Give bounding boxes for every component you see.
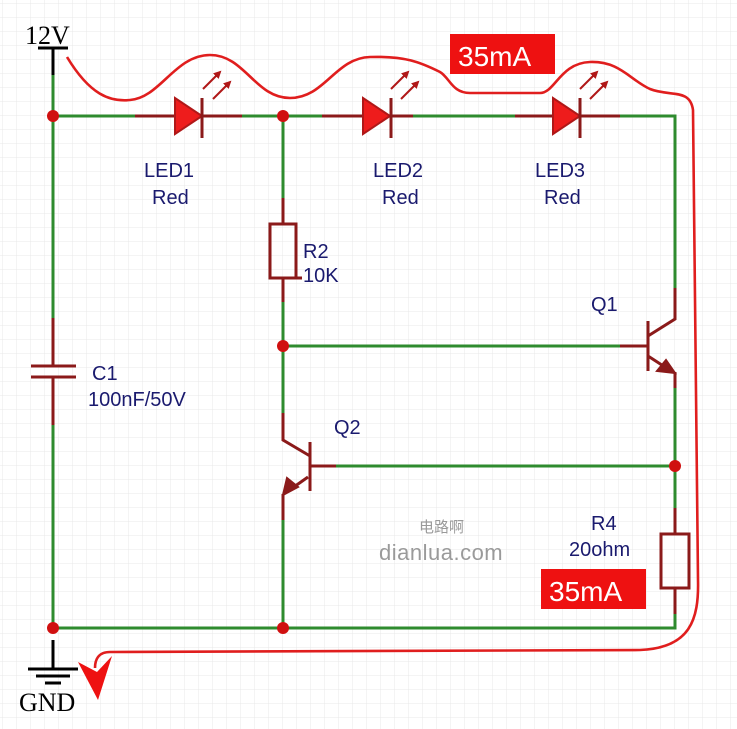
led3-ref: LED3	[535, 160, 585, 182]
led3-diode-icon	[552, 96, 582, 136]
c1-value: 100nF/50V	[88, 389, 187, 411]
led1-value: Red	[152, 187, 189, 209]
wires	[51, 73, 677, 630]
watermark-chinese: 电路啊	[419, 519, 464, 536]
current-bottom-label: 35mA	[549, 576, 622, 607]
transistor-q2: Q2	[281, 413, 361, 520]
led2-ref: LED2	[373, 160, 423, 182]
current-flow-path	[65, 53, 700, 700]
ground-symbol: GND	[19, 640, 78, 717]
current-top-label: 35mA	[458, 41, 531, 72]
capacitor-c1: C1 100nF/50V	[31, 318, 187, 425]
led3: LED3 Red	[515, 70, 620, 209]
r2-ref: R2	[303, 241, 329, 263]
led2-value: Red	[382, 187, 419, 209]
junction-dot	[277, 340, 289, 352]
transistor-q1: Q1	[591, 288, 678, 388]
r4-ref: R4	[591, 513, 617, 535]
led2-light-arrow-icon	[390, 70, 410, 90]
led1-light-arrow-icon	[212, 80, 232, 100]
resistor-r4: R4 20ohm	[569, 508, 691, 614]
junction-dot	[277, 622, 289, 634]
watermark: 电路啊 dianlua.com	[379, 519, 503, 565]
current-arrow-icon	[78, 656, 112, 700]
q1-ref: Q1	[591, 294, 618, 316]
resistor-r2: R2 10K	[268, 198, 339, 302]
led1-diode-icon	[174, 96, 204, 136]
led2-light-arrow-icon	[400, 80, 420, 100]
junction-dot	[669, 460, 681, 472]
ground-label: GND	[19, 688, 75, 717]
r4-value: 20ohm	[569, 539, 630, 561]
current-badge-top: 35mA	[450, 34, 555, 74]
junction-dot	[277, 110, 289, 122]
junction-dot	[47, 110, 59, 122]
q2-ref: Q2	[334, 417, 361, 439]
supply-label: 12V	[25, 21, 70, 50]
led1: LED1 Red	[135, 70, 242, 209]
led3-light-arrow-icon	[589, 80, 609, 100]
r2-value: 10K	[303, 265, 339, 287]
q2-emitter-arrow-icon	[281, 476, 300, 497]
current-badge-bottom: 35mA	[541, 569, 646, 609]
led3-light-arrow-icon	[579, 70, 599, 90]
junction-dot	[47, 622, 59, 634]
junctions	[47, 110, 681, 634]
power-supply-symbol: 12V	[25, 21, 70, 75]
q1-emitter-arrow-icon	[655, 358, 678, 375]
led2-diode-icon	[362, 96, 392, 136]
led1-ref: LED1	[144, 160, 194, 182]
watermark-domain: dianlua.com	[379, 540, 503, 565]
led3-value: Red	[544, 187, 581, 209]
c1-ref: C1	[92, 363, 118, 385]
led1-light-arrow-icon	[202, 70, 222, 90]
led2: LED2 Red	[322, 70, 423, 209]
